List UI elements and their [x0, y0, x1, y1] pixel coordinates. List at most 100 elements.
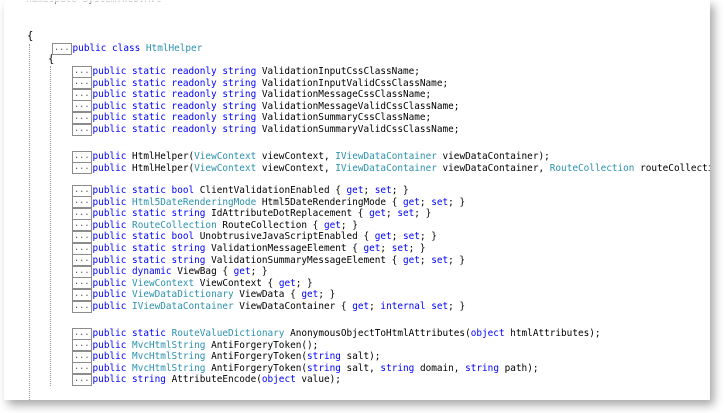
- keyword-token: public static bool: [92, 231, 200, 243]
- collapse-box[interactable]: ...: [72, 184, 92, 197]
- keyword-token: public: [92, 289, 133, 301]
- type-token: ViewContext: [194, 162, 257, 174]
- keyword-token: get: [301, 289, 319, 301]
- identifier-token: viewContext,: [256, 162, 336, 174]
- type-token: ViewContext: [194, 151, 257, 162]
- identifier-token: viewDataContainer);: [436, 151, 550, 162]
- identifier-token: ;: [369, 301, 381, 312]
- open-brace: {: [48, 53, 55, 65]
- member-line: ...public static bool UnobtrusiveJavaScr…: [72, 230, 437, 243]
- identifier-token: ;: [380, 243, 392, 254]
- indent-guide: [29, 44, 30, 400]
- keyword-token: public static readonly string: [92, 100, 262, 112]
- collapse-box[interactable]: ...: [72, 350, 92, 363]
- collapse-box[interactable]: ...: [72, 111, 92, 124]
- member-line: ...public dynamic ViewBag { get; }: [72, 265, 268, 278]
- keyword-token: public static readonly string: [92, 89, 262, 101]
- member-line: ...public ViewContext ViewContext { get;…: [72, 277, 313, 290]
- identifier-token: ValidationSummaryValidCssClassName;: [261, 124, 460, 135]
- keyword-token: public: [92, 339, 133, 351]
- collapse-box[interactable]: ...: [72, 242, 92, 255]
- type-token: MvcHtmlString: [132, 362, 206, 374]
- identifier-token: ClientValidationEnabled {: [199, 185, 347, 196]
- collapse-box[interactable]: ...: [72, 277, 92, 290]
- identifier-token: domain,: [414, 362, 466, 374]
- keyword-token: get: [233, 266, 251, 278]
- open-brace: {: [27, 30, 34, 42]
- keyword-token: set: [397, 208, 415, 220]
- keyword-token: public: [92, 196, 133, 208]
- keyword-token: public static string: [92, 208, 212, 220]
- keyword-token: public: [92, 301, 133, 312]
- type-token: RouteCollection: [132, 219, 217, 231]
- collapse-box[interactable]: ...: [72, 300, 92, 313]
- collapse-box[interactable]: ...: [52, 42, 72, 55]
- member-line: ...public static readonly string Validat…: [72, 77, 448, 90]
- collapse-box[interactable]: ...: [72, 162, 92, 175]
- collapse-box[interactable]: ...: [72, 288, 92, 301]
- identifier-token: routeCollection);: [640, 162, 710, 174]
- collapse-box[interactable]: ...: [72, 327, 92, 340]
- identifier-token: ; }: [448, 196, 466, 208]
- keyword-token: public string: [92, 374, 172, 386]
- member-line: ...public static string ValidationSummar…: [72, 254, 465, 267]
- collapse-box[interactable]: ...: [72, 362, 92, 375]
- identifier-token: ViewContext {: [194, 277, 279, 289]
- identifier-token: ValidationMessageCssClassName;: [261, 89, 432, 101]
- keyword-token: public static string: [92, 254, 212, 266]
- type-token: IViewDataContainer: [335, 151, 437, 162]
- keyword-token: public dynamic: [92, 266, 178, 278]
- identifier-token: ; }: [391, 185, 409, 196]
- identifier-token: ValidationInputCssClassName;: [261, 66, 420, 77]
- type-token: IViewDataContainer: [132, 301, 234, 312]
- collapse-box[interactable]: ...: [72, 88, 92, 101]
- identifier-token: Html5DateRenderingMode {: [256, 196, 403, 208]
- keyword-token: get: [346, 185, 364, 196]
- keyword-token: get: [278, 277, 296, 289]
- member-line: ...public static bool ClientValidationEn…: [72, 184, 409, 197]
- collapse-box[interactable]: ...: [72, 373, 92, 386]
- member-line: ...public MvcHtmlString AntiForgeryToken…: [72, 362, 539, 375]
- keyword-token: string: [465, 362, 499, 374]
- keyword-token: set: [431, 196, 449, 208]
- member-line: ...public static RouteValueDictionary An…: [72, 327, 601, 340]
- collapse-box[interactable]: ...: [72, 339, 92, 352]
- collapse-box[interactable]: ...: [72, 207, 92, 220]
- member-line: ...public string AttributeEncode(object …: [72, 373, 341, 386]
- collapse-box[interactable]: ...: [72, 123, 92, 136]
- identifier-token: ; }: [448, 254, 466, 266]
- member-line: ...public MvcHtmlString AntiForgeryToken…: [72, 339, 318, 352]
- collapse-box[interactable]: ...: [72, 254, 92, 267]
- member-line: ...public static string ValidationMessag…: [72, 242, 426, 255]
- keyword-token: public static readonly string: [92, 112, 262, 124]
- keyword-token: public: [92, 277, 133, 289]
- collapse-box[interactable]: ...: [72, 100, 92, 113]
- collapse-box[interactable]: ...: [72, 196, 92, 209]
- type-token: MvcHtmlString: [132, 339, 206, 351]
- keyword-token: set: [403, 231, 420, 243]
- type-token: IViewDataContainer: [335, 162, 437, 174]
- identifier-token: ; }: [318, 289, 336, 301]
- collapse-box[interactable]: ...: [72, 230, 92, 243]
- collapse-box[interactable]: ...: [72, 150, 92, 163]
- collapse-box[interactable]: ...: [72, 265, 92, 278]
- keyword-token: get: [363, 243, 381, 254]
- identifier-token: viewContext,: [256, 151, 336, 162]
- collapse-box[interactable]: ...: [72, 65, 92, 78]
- keyword-token: internal set: [380, 301, 449, 312]
- identifier-token: ; }: [408, 243, 426, 254]
- keyword-token: public class: [72, 43, 146, 54]
- identifier-token: htmlAttributes);: [504, 328, 601, 339]
- identifier-token: HtmlHelper(: [132, 162, 195, 174]
- identifier-token: ; }: [419, 231, 437, 243]
- keyword-token: set: [431, 254, 449, 266]
- identifier-token: AntiForgeryToken();: [205, 339, 319, 351]
- identifier-token: HtmlHelper(: [132, 151, 195, 162]
- member-line: ...public static readonly string Validat…: [72, 65, 420, 78]
- collapse-box[interactable]: ...: [72, 219, 92, 232]
- keyword-token: string: [380, 362, 415, 374]
- identifier-token: ;: [419, 196, 432, 208]
- collapse-box[interactable]: ...: [72, 77, 92, 90]
- keyword-token: public: [92, 219, 133, 231]
- identifier-token: ; }: [414, 208, 432, 220]
